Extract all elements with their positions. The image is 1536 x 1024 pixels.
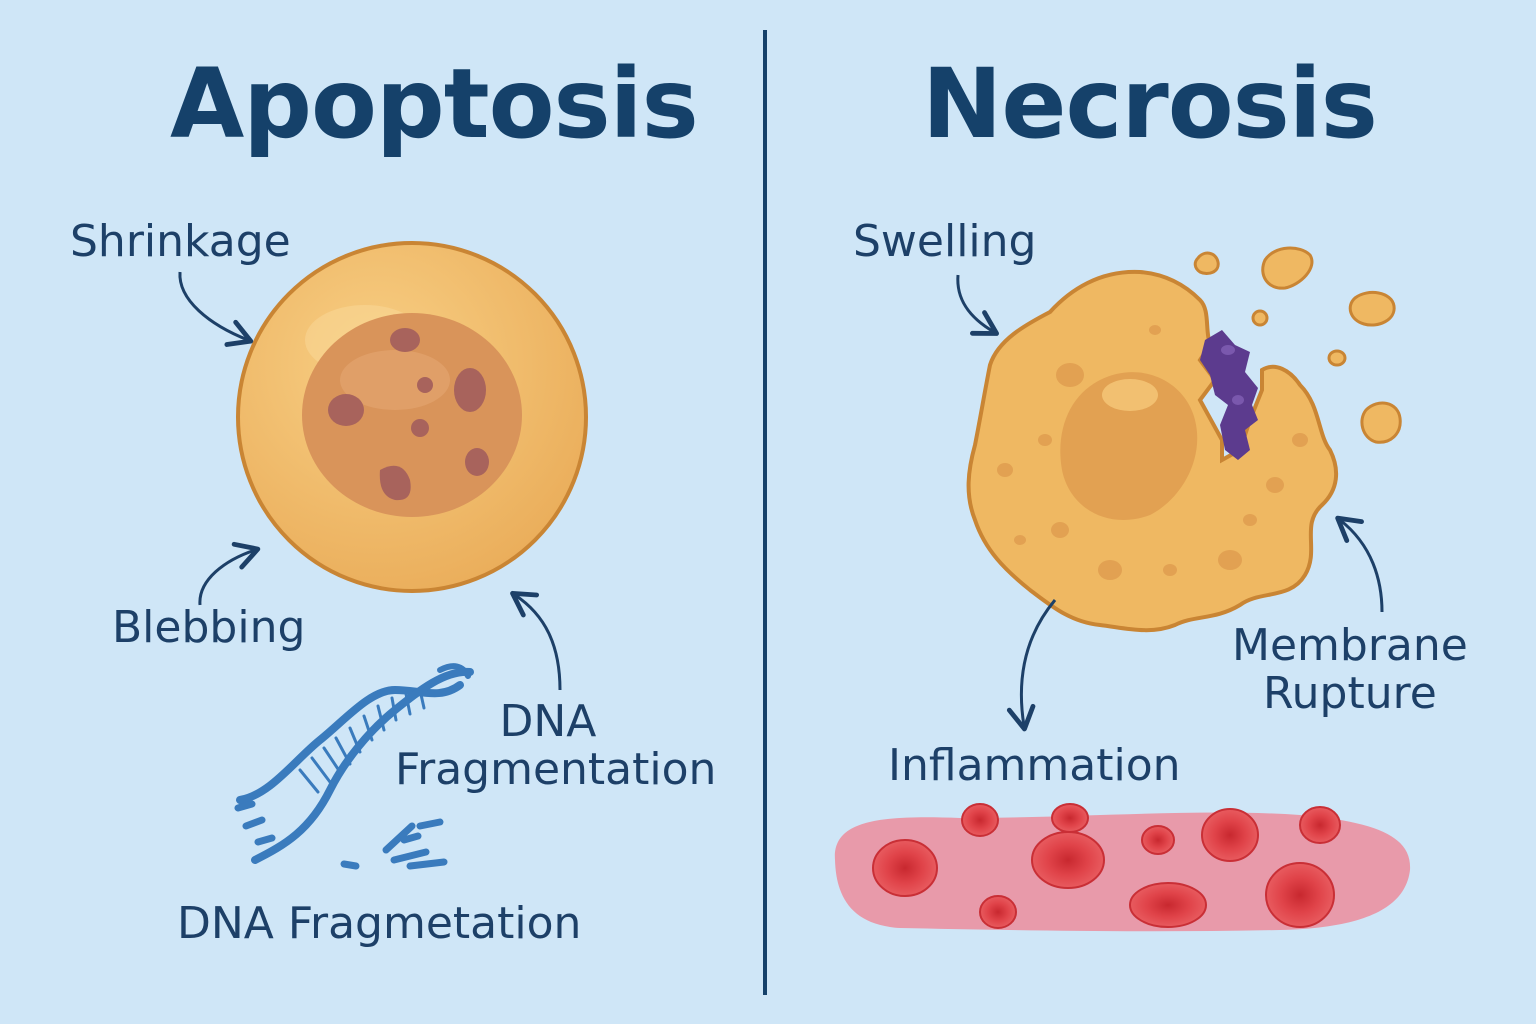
red-blood-cell bbox=[872, 839, 938, 897]
red-blood-cell bbox=[1299, 806, 1341, 844]
red-blood-cell bbox=[1201, 808, 1259, 862]
red-blood-cell bbox=[1141, 825, 1175, 855]
label-shrinkage: Shrinkage bbox=[70, 216, 291, 267]
arrow-shrinkage bbox=[178, 271, 254, 347]
arrow-membrane-rupture bbox=[1335, 515, 1384, 613]
apoptosis-title: Apoptosis bbox=[170, 48, 699, 160]
label-dna-fragmetation: DNA Fragmetation bbox=[177, 898, 582, 949]
arrow-dna-fragmentation bbox=[510, 590, 562, 691]
arrow-inflammation bbox=[1006, 599, 1057, 732]
arrow-blebbing bbox=[198, 541, 261, 606]
label-membrane-rupture: Membrane Rupture bbox=[1232, 620, 1468, 720]
label-dna-fragmentation-line1: DNA bbox=[499, 696, 597, 747]
label-swelling: Swelling bbox=[853, 216, 1037, 267]
apoptotic-cell bbox=[236, 241, 588, 593]
label-inflammation: Inflammation bbox=[888, 740, 1181, 791]
red-blood-cell bbox=[1265, 862, 1335, 928]
red-blood-cell bbox=[979, 895, 1017, 929]
red-blood-cell bbox=[1031, 831, 1105, 889]
necrosis-title: Necrosis bbox=[922, 48, 1378, 160]
dna-fragments bbox=[234, 800, 448, 870]
red-blood-cell bbox=[1129, 882, 1207, 928]
condensed-chromatin bbox=[328, 328, 489, 501]
necrotic-cell bbox=[966, 269, 1339, 633]
ruptured-nucleus bbox=[1200, 330, 1258, 460]
label-blebbing: Blebbing bbox=[112, 602, 306, 653]
label-membrane-rupture-line2: Rupture bbox=[1263, 668, 1437, 720]
cell-debris bbox=[1193, 246, 1402, 444]
inflamed-tissue bbox=[834, 803, 1411, 932]
red-blood-cell bbox=[961, 803, 999, 837]
dna-helix-icon bbox=[236, 663, 474, 864]
label-membrane-rupture-line1: Membrane bbox=[1232, 620, 1468, 671]
label-dna-fragmentation-line2: Fragmentation bbox=[395, 744, 717, 796]
arrow-swelling bbox=[956, 274, 999, 336]
red-blood-cell bbox=[1051, 803, 1089, 833]
label-dna-fragmentation: DNA Fragmentation bbox=[395, 696, 717, 796]
